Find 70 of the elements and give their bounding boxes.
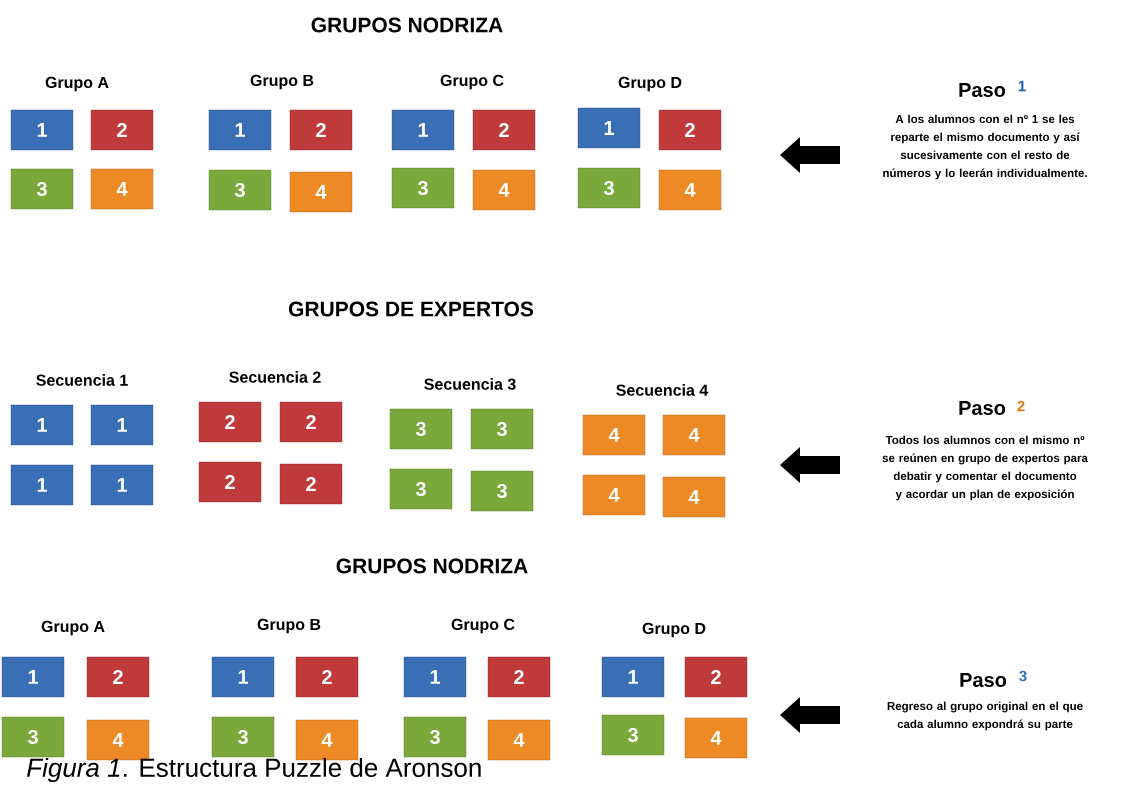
numbered-square: 1 (577, 107, 641, 149)
step-label: Paso (959, 401, 1006, 415)
numbered-square: 4 (658, 169, 722, 211)
numbered-square: 4 (582, 414, 646, 456)
numbered-square: 3 (577, 167, 641, 209)
step-description: Regreso al grupo original en el que cada alumno expondrá su parte (887, 701, 1083, 731)
numbered-square: 4 (684, 717, 748, 759)
step-number: 3 (1019, 670, 1027, 682)
group-label: Grupo D (642, 622, 706, 638)
numbered-square: 4 (289, 171, 353, 213)
numbered-square: 3 (403, 716, 467, 758)
numbered-square: 1 (1, 656, 65, 698)
group-label: Grupo C (440, 74, 504, 90)
numbered-square: 2 (684, 656, 748, 698)
numbered-square: 4 (662, 414, 726, 456)
numbered-square: 3 (470, 470, 534, 512)
numbered-square: 2 (289, 109, 353, 151)
numbered-square: 3 (211, 716, 275, 758)
numbered-square: 1 (90, 464, 154, 506)
group-label: Grupo A (45, 76, 109, 92)
numbered-square: 3 (208, 169, 272, 211)
group-label: Grupo D (618, 76, 682, 92)
step-number: 1 (1018, 80, 1026, 92)
numbered-square: 4 (472, 169, 536, 211)
numbered-square: 2 (90, 109, 154, 151)
group-label: Secuencia 2 (229, 371, 321, 383)
numbered-square: 1 (403, 656, 467, 698)
numbered-square: 2 (487, 656, 551, 698)
step-number: 2 (1017, 400, 1025, 412)
group-label: Grupo A (41, 620, 105, 636)
section-heading: GRUPOS NODRIZA (336, 558, 528, 574)
numbered-square: 2 (86, 656, 150, 698)
numbered-square: 3 (10, 168, 74, 210)
group-label: Grupo B (257, 618, 321, 634)
numbered-square: 3 (470, 408, 534, 450)
numbered-square: 3 (389, 468, 453, 510)
numbered-square: 4 (662, 476, 726, 518)
group-label: Secuencia 4 (616, 384, 709, 396)
numbered-square: 1 (391, 109, 455, 151)
numbered-square: 1 (211, 656, 275, 698)
numbered-square: 3 (389, 408, 453, 450)
numbered-square: 3 (1, 716, 65, 758)
group-label: Secuencia 3 (424, 378, 516, 390)
step-label: Paso (959, 83, 1006, 97)
numbered-square: 1 (10, 109, 74, 151)
step-description: Todos los alumnos con el mismo nº se reúnen en grupo de expertos para debatir y comentar el documento y acordar un plan de exposición (882, 435, 1088, 501)
numbered-square: 1 (208, 109, 272, 151)
section-heading: GRUPOS NODRIZA (311, 17, 503, 33)
group-label: Grupo C (451, 618, 515, 634)
numbered-square: 4 (90, 168, 154, 210)
step-label: Paso (960, 673, 1007, 687)
numbered-square: 2 (295, 656, 359, 698)
numbered-square: 2 (198, 461, 262, 503)
numbered-square: 4 (487, 719, 551, 761)
numbered-square: 1 (601, 656, 665, 698)
group-label: Grupo B (250, 74, 314, 90)
section-heading: GRUPOS DE EXPERTOS (288, 301, 534, 317)
numbered-square: 3 (601, 714, 665, 756)
numbered-square: 2 (279, 463, 343, 505)
group-label: Secuencia 1 (36, 374, 128, 386)
numbered-square: 3 (391, 167, 455, 209)
step-description: A los alumnos con el nº 1 se les reparte el mismo documento y así sucesivamente con el resto de números y lo leerán individualmente. (883, 114, 1087, 180)
numbered-square: 1 (10, 404, 74, 446)
numbered-square: 2 (198, 401, 262, 443)
numbered-square: 1 (90, 404, 154, 446)
numbered-square: 2 (279, 401, 343, 443)
numbered-square: 4 (582, 474, 646, 516)
numbered-square: 2 (658, 109, 722, 151)
numbered-square: 2 (472, 109, 536, 151)
numbered-square: 1 (10, 464, 74, 506)
